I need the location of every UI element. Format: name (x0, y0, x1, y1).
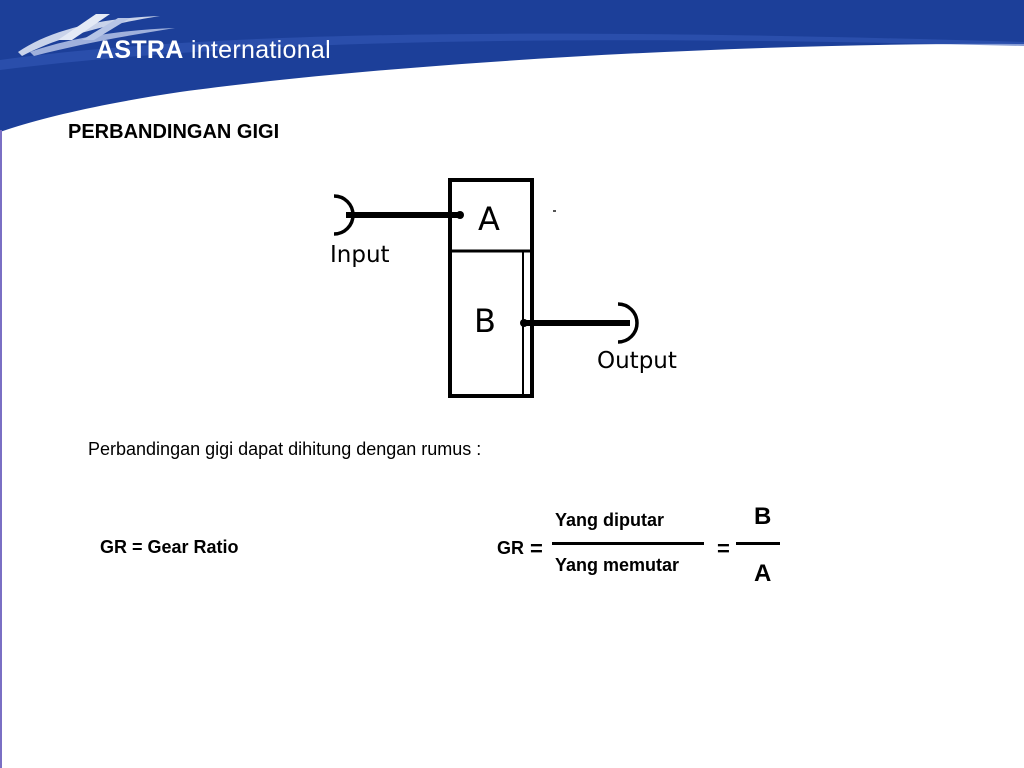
header-swoosh (0, 0, 1024, 132)
gear-diagram-drawing (333, 178, 639, 398)
input-shaft-coupling (333, 194, 355, 236)
formula-numerator: Yang diputar (555, 510, 665, 530)
gear-b-label: B (474, 302, 496, 340)
input-label: Input (330, 242, 390, 268)
logo-streak-icon (18, 14, 175, 56)
logo-brand: ASTRA (96, 36, 184, 64)
ratio-numerator: B (754, 503, 772, 530)
ratio-denominator: A (754, 560, 772, 587)
output-label: Output (597, 348, 677, 374)
gear-ratio-formula: GR = Yang diputar Yang memutar = B A (490, 500, 800, 600)
formula-equals: = (530, 536, 543, 561)
left-accent-rule (0, 130, 2, 768)
logo-suffix: international (183, 36, 331, 64)
gear-a-label: A (478, 200, 500, 238)
gr-definition: GR = Gear Ratio (100, 537, 239, 557)
formula-denominator: Yang memutar (555, 555, 680, 575)
formula-fraction-bar (552, 542, 704, 545)
stray-dot (553, 210, 556, 212)
output-shaft-coupling (617, 302, 639, 344)
ratio-fraction-bar (736, 542, 780, 545)
header-highlight (0, 33, 1024, 70)
header-band-shape (0, 0, 1024, 132)
output-shaft-end (520, 319, 528, 327)
input-shaft-end (456, 211, 464, 219)
company-logo: ASTRA international (96, 36, 331, 65)
slide-title: PERBANDINGAN GIGI (68, 121, 280, 143)
header-band: ASTRA international (0, 0, 1024, 140)
gear-box-outer (448, 178, 534, 398)
gear-diagram: A B Input Output (320, 170, 700, 410)
formula-intro: Perbandingan gigi dapat dihitung dengan … (88, 439, 482, 459)
formula-lhs: GR (497, 538, 524, 558)
formula-equals-second: = (717, 536, 730, 561)
